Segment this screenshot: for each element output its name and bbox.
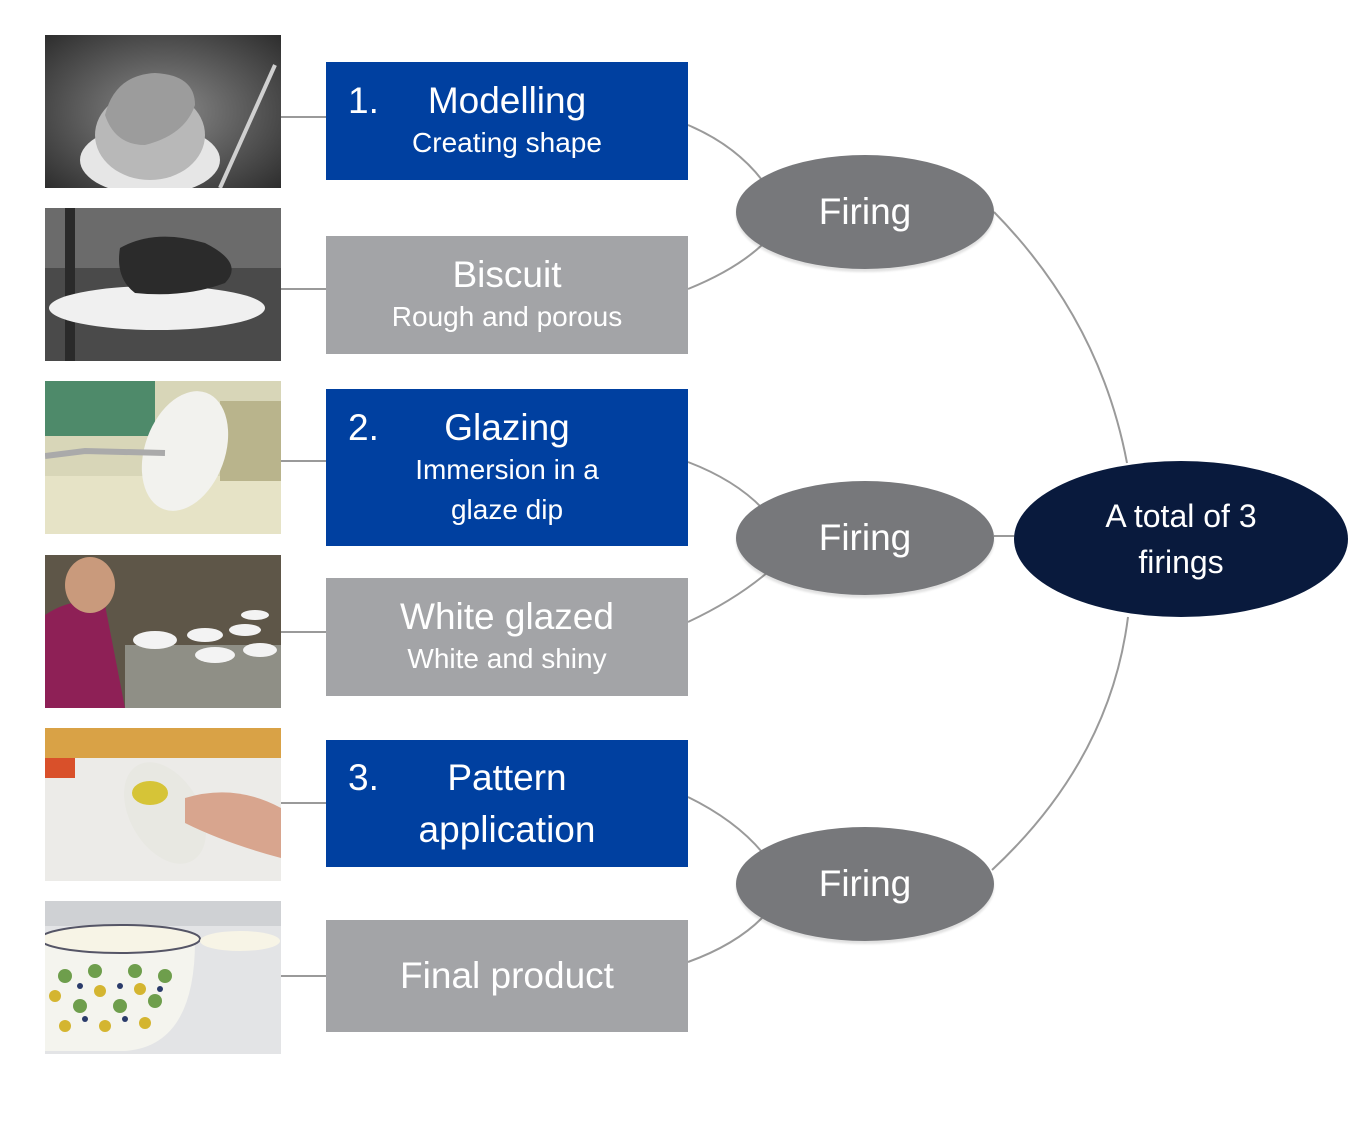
photo-biscuit bbox=[45, 208, 281, 361]
total-label-line-2: firings bbox=[1138, 544, 1224, 580]
connector-firing1-total bbox=[993, 211, 1128, 464]
step-subtitle: Creating shape bbox=[412, 127, 602, 158]
connector-box3-firing2 bbox=[687, 461, 763, 509]
step-title: Modelling bbox=[427, 80, 587, 121]
step-box-glazing: 2. Glazing Immersion in a glaze dip bbox=[326, 389, 688, 546]
connector-firing3-total bbox=[991, 616, 1129, 871]
connector-box1-firing1 bbox=[687, 124, 763, 181]
connector-box6-firing3 bbox=[687, 917, 763, 963]
firing-label: Firing bbox=[818, 863, 912, 904]
firing-ellipse-3: Firing bbox=[736, 827, 994, 941]
step-title: Glazing bbox=[444, 406, 570, 448]
photo-glazing bbox=[45, 381, 281, 534]
step-subtitle-line-2: glaze dip bbox=[450, 493, 564, 525]
connector-box5-firing3 bbox=[687, 796, 763, 853]
step-title-line-2: application bbox=[418, 808, 596, 850]
step-box-modelling: 1. Modelling Creating shape bbox=[326, 62, 688, 180]
result-box-biscuit: Biscuit Rough and porous bbox=[326, 236, 688, 354]
photo-modelling bbox=[45, 35, 281, 188]
result-box-final-product: Final product bbox=[326, 920, 688, 1032]
firing-ellipse-1: Firing bbox=[736, 155, 994, 269]
result-title: Final product bbox=[400, 955, 614, 996]
firing-ellipse-2: Firing bbox=[736, 481, 994, 595]
connector-box2-firing1 bbox=[687, 244, 763, 290]
result-box-white-glazed: White glazed White and shiny bbox=[326, 578, 688, 696]
result-title: Biscuit bbox=[452, 254, 562, 295]
step-number: 1. bbox=[348, 80, 379, 121]
result-subtitle: White and shiny bbox=[407, 643, 607, 674]
result-title: White glazed bbox=[400, 596, 614, 637]
total-firings-ellipse: A total of 3 firings bbox=[1014, 461, 1348, 617]
firing-label: Firing bbox=[818, 517, 912, 558]
step-title-line-1: Pattern bbox=[447, 756, 567, 798]
step-subtitle-line-1: Immersion in a bbox=[415, 453, 599, 485]
step-box-pattern-application: 3. Pattern application bbox=[326, 740, 688, 867]
firing-label: Firing bbox=[818, 191, 912, 232]
connector-box4-firing2 bbox=[687, 571, 769, 623]
result-subtitle: Rough and porous bbox=[391, 301, 623, 332]
photo-white-glazed bbox=[45, 555, 281, 708]
total-label-line-1: A total of 3 bbox=[1105, 498, 1257, 534]
step-number: 2. bbox=[348, 406, 379, 448]
step-number: 3. bbox=[348, 756, 379, 798]
photo-final-product bbox=[45, 901, 281, 1054]
photo-pattern-application bbox=[45, 728, 281, 881]
